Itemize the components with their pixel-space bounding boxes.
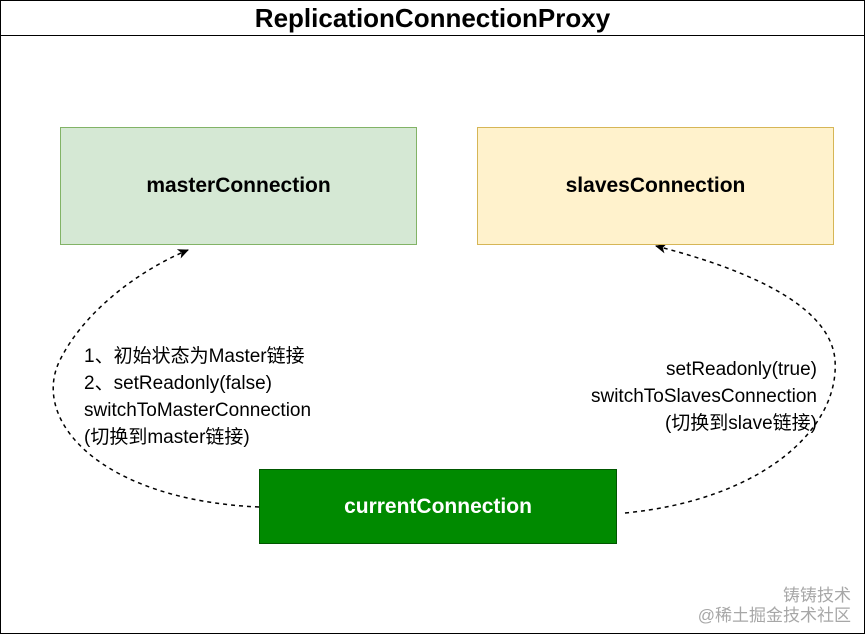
current-connection-label: currentConnection: [344, 494, 532, 518]
diagram-title-bar: ReplicationConnectionProxy: [1, 1, 864, 36]
master-connection-node: masterConnection: [60, 127, 417, 245]
edge-label-line: setReadonly(true): [665, 359, 817, 380]
edge-label-line: 2、setReadonly(false): [84, 373, 272, 394]
edge-label-line: switchToMasterConnection: [84, 400, 312, 421]
diagram-title: ReplicationConnectionProxy: [254, 2, 611, 33]
edge-label-line: 1、初始状态为Master链接: [84, 346, 305, 367]
edge-label-to-slaves: setReadonly(true) switchToSlavesConnecti…: [591, 356, 817, 437]
watermark-line: @稀土掘金技术社区: [697, 606, 851, 625]
slaves-connection-label: slavesConnection: [565, 174, 746, 197]
edge-label-line: (切换到master链接): [84, 427, 250, 448]
edge-label-line: switchToSlavesConnection: [590, 386, 817, 407]
slaves-connection-node: slavesConnection: [477, 127, 834, 245]
edge-label-line: (切换到slave链接): [664, 413, 817, 434]
watermark: 铸铸技术 @稀土掘金技术社区: [698, 586, 851, 626]
watermark-line: 铸铸技术: [783, 586, 851, 605]
master-connection-label: masterConnection: [146, 174, 331, 197]
edge-current-to-slaves: [624, 243, 836, 514]
current-connection-node: currentConnection: [259, 469, 617, 544]
edge-label-to-master: 1、初始状态为Master链接 2、setReadonly(false) swi…: [84, 343, 311, 451]
